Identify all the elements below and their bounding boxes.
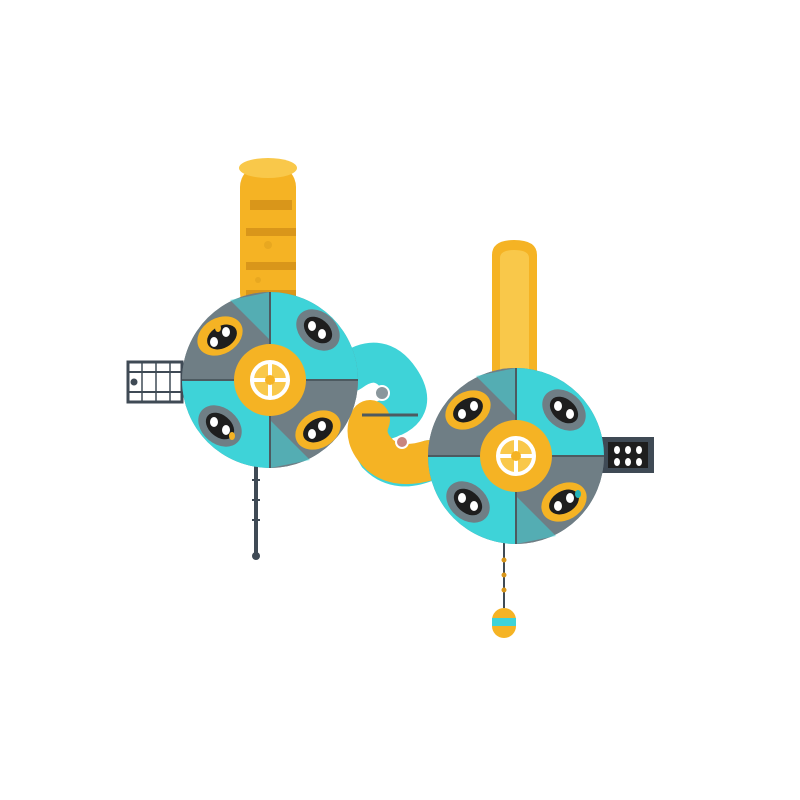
left-tube-slide bbox=[239, 158, 297, 315]
right-rope-climber bbox=[492, 540, 516, 638]
window bbox=[541, 482, 587, 522]
window bbox=[296, 309, 340, 351]
window bbox=[542, 389, 586, 431]
left-fireman-pole bbox=[252, 462, 260, 560]
window bbox=[445, 390, 491, 430]
window bbox=[446, 481, 490, 523]
right-climbing-panel bbox=[602, 437, 654, 473]
right-dome bbox=[428, 368, 604, 544]
window bbox=[198, 405, 242, 447]
right-open-slide bbox=[492, 240, 537, 375]
left-dome bbox=[182, 292, 358, 468]
connector-tube bbox=[330, 342, 450, 487]
window bbox=[197, 316, 243, 356]
left-ladder bbox=[126, 360, 184, 404]
window bbox=[295, 410, 341, 450]
